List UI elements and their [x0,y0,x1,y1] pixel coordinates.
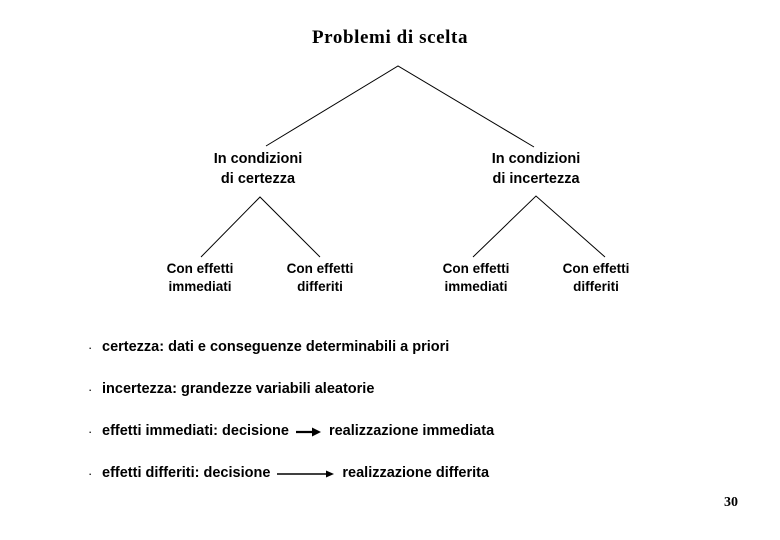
tree-leaf-certezza-immediati: Con effetti immediati [125,260,275,297]
list-item-text: effetti immediati: decisione realizzazio… [102,422,494,441]
bullet-marker-icon: · [88,466,93,481]
tree-node-line-2: immediati [444,279,508,295]
list-item: · incertezza: grandezze variabili aleato… [88,380,748,422]
tree-node-line-2: immediati [168,279,232,295]
connector-right-fork [472,195,606,258]
connector-root-fork [265,65,535,148]
page-number: 30 [724,495,738,510]
list-item-label: certezza: dati e conseguenze determinabi… [102,339,450,355]
connector-left-fork [200,196,321,258]
tree-leaf-incertezza-immediati: Con effetti immediati [401,260,551,297]
list-item-label-after-arrow: realizzazione differita [342,465,490,481]
list-item-label: incertezza: grandezze variabili aleatori… [102,381,375,397]
bullet-list: · certezza: dati e conseguenze determina… [88,338,748,506]
tree-leaf-incertezza-differiti: Con effetti differiti [521,260,671,297]
right-arrow-long-icon [277,468,335,480]
tree-node-line-1: In condizioni [491,151,581,167]
tree-node-in-condizioni-di-incertezza: In condizioni di incertezza [446,150,626,190]
tree-node-line-1: Con effetti [286,261,354,276]
tree-leaf-certezza-differiti: Con effetti differiti [245,260,395,297]
bullet-marker-icon: · [88,382,93,397]
tree-node-line-1: Con effetti [442,261,510,276]
list-item: · effetti differiti: decisione realizzaz… [88,464,748,506]
list-item-label-before-arrow: effetti differiti: decisione [102,465,271,481]
page-title: Problemi di scelta [311,27,469,48]
tree-node-line-1: Con effetti [166,261,234,276]
bullet-marker-icon: · [88,424,93,439]
list-item-label-after-arrow: realizzazione immediata [328,423,495,439]
tree-node-line-2: di certezza [220,170,296,187]
list-item-label-before-arrow: effetti immediati: decisione [102,423,289,439]
list-item: · certezza: dati e conseguenze determina… [88,338,748,380]
tree-node-in-condizioni-di-certezza: In condizioni di certezza [168,150,348,190]
tree-node-line-2: di incertezza [492,170,580,187]
bullet-marker-icon: · [88,340,93,355]
tree-node-line-1: In condizioni [213,151,303,167]
list-item-text: certezza: dati e conseguenze determinabi… [102,338,449,357]
list-item: · effetti immediati: decisione realizzaz… [88,422,748,464]
right-arrow-short-icon [295,426,322,438]
list-item-text: effetti differiti: decisione realizzazio… [102,464,489,483]
tree-node-line-1: Con effetti [562,261,630,276]
list-item-text: incertezza: grandezze variabili aleatori… [102,380,374,399]
tree-node-line-2: differiti [573,279,619,295]
tree-node-line-2: differiti [297,279,343,295]
